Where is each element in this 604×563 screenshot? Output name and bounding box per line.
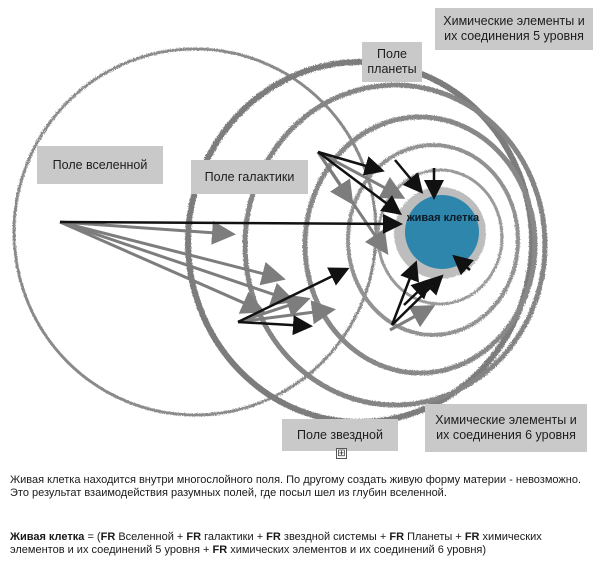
arrow-universe-4 <box>59 220 296 306</box>
formula-fr-6: FR <box>212 544 228 556</box>
arrow-stellar-black-2 <box>237 315 313 336</box>
formula-fr-2: FR <box>186 531 202 543</box>
expand-icon[interactable]: ⊞ <box>336 448 347 459</box>
formula-term: Живая клетка <box>10 531 85 543</box>
chem5-field-ring <box>346 143 520 337</box>
formula-fr-5: FR <box>464 531 480 543</box>
formula-paragraph: Живая клетка = (FR Вселенной + FR галакт… <box>10 531 604 557</box>
planet-field-ring <box>302 114 538 376</box>
formula-part-3: звездной системы + <box>280 531 390 543</box>
formula-eq: = ( <box>84 531 101 543</box>
formula-fr-4: FR <box>389 531 405 543</box>
arrow-galaxy-black-2 <box>317 150 385 176</box>
chem6-field-label: Химические элементы и их соединения 6 ур… <box>425 404 587 452</box>
description-paragraph: Живая клетка находится внутри многослойн… <box>10 474 582 499</box>
arrow-chem6-up-1 <box>390 260 419 326</box>
arrow-halo-up <box>452 254 474 276</box>
arrow-universe-1 <box>59 220 236 245</box>
arrow-galaxy-to-cell <box>317 151 402 215</box>
arrow-stellar-2 <box>237 294 311 324</box>
arrow-universe-3 <box>59 220 266 314</box>
chem5-field-label: Химические элементы и их соединения 5 ур… <box>435 8 593 50</box>
formula-part-4: Планеты + <box>404 531 465 543</box>
arrow-chem-1 <box>389 305 436 332</box>
arrow-universe-2 <box>59 220 286 286</box>
arrow-to-cell-main <box>59 213 403 234</box>
arrow-planet-diag <box>394 159 424 194</box>
formula-part-5: химических <box>479 531 542 543</box>
stellar-field-label: Поле звездной <box>282 419 398 451</box>
formula-fr-1: FR <box>100 531 116 543</box>
formula-line2-a: элементов и их соединений 5 уровня + <box>10 544 213 556</box>
formula-fr-3: FR <box>266 531 281 543</box>
formula-line2-b: химических элементов и их соединений 6 у… <box>227 544 487 556</box>
arrow-chem6-up-3 <box>403 278 432 306</box>
arrow-stellar-1 <box>237 300 336 325</box>
living-cell <box>405 195 479 269</box>
arrow-stellar-black <box>237 267 350 324</box>
formula-part-2: галактики + <box>201 531 267 543</box>
universe-field-label: Поле вселенной <box>37 146 163 184</box>
stellar-field-ring <box>242 82 548 408</box>
planet-field-label: Поле планеты <box>362 42 422 82</box>
arrow-galaxy-3 <box>317 150 406 199</box>
galaxy-field-label: Поле галактики <box>191 160 308 194</box>
arrow-chem6-up-2 <box>391 274 444 326</box>
living-cell-label: живая клетка <box>406 212 480 224</box>
formula-part-1: Вселенной + <box>115 531 187 543</box>
arrow-galaxy-2 <box>316 151 389 255</box>
